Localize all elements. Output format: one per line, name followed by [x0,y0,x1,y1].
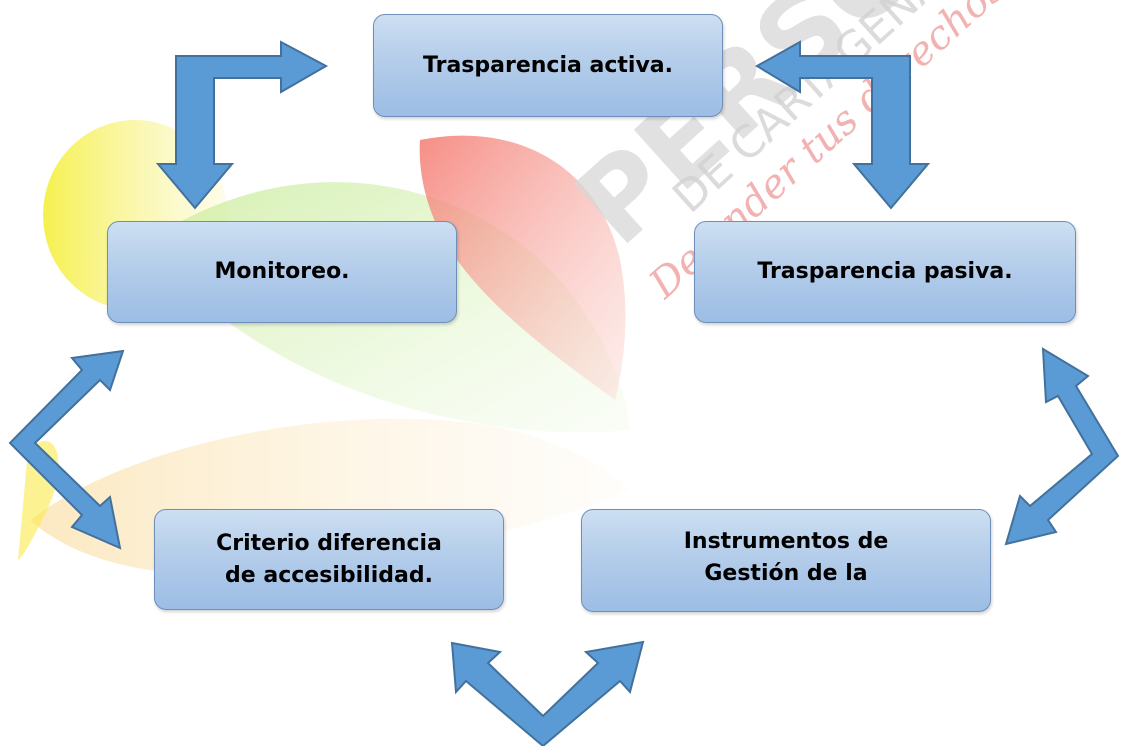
arrow-monitor-criteria [8,349,125,550]
box-differential-criteria-label: Criterio diferencia de accesibilidad. [216,528,442,592]
arrow-passive-instruments [1004,347,1120,546]
box-passive-transparency: Trasparencia pasiva. [694,221,1076,323]
box-management-instruments-line-1: Instrumentos de [683,528,889,554]
box-management-instruments-label: Instrumentos de Gestión de la [684,526,889,590]
box-differential-criteria-line-2: de accesibilidad. [225,562,433,588]
box-management-instruments-line-2: Gestión de la [704,560,868,586]
box-monitoring-label: Monitoreo. [214,259,350,284]
box-management-instruments: Instrumentos de Gestión de la [581,509,991,612]
box-differential-criteria: Criterio diferencia de accesibilidad. [154,509,504,610]
box-active-transparency: Trasparencia activa. [373,14,723,117]
box-differential-criteria-line-1: Criterio diferencia [216,530,442,556]
box-active-transparency-label: Trasparencia activa. [423,52,673,78]
box-monitoring: Monitoreo. [107,221,457,323]
arrow-criteria-instruments [450,640,645,746]
box-passive-transparency-label: Trasparencia pasiva. [757,259,1013,284]
arrow-monitor-active [155,40,329,210]
arrow-active-passive [755,40,931,210]
